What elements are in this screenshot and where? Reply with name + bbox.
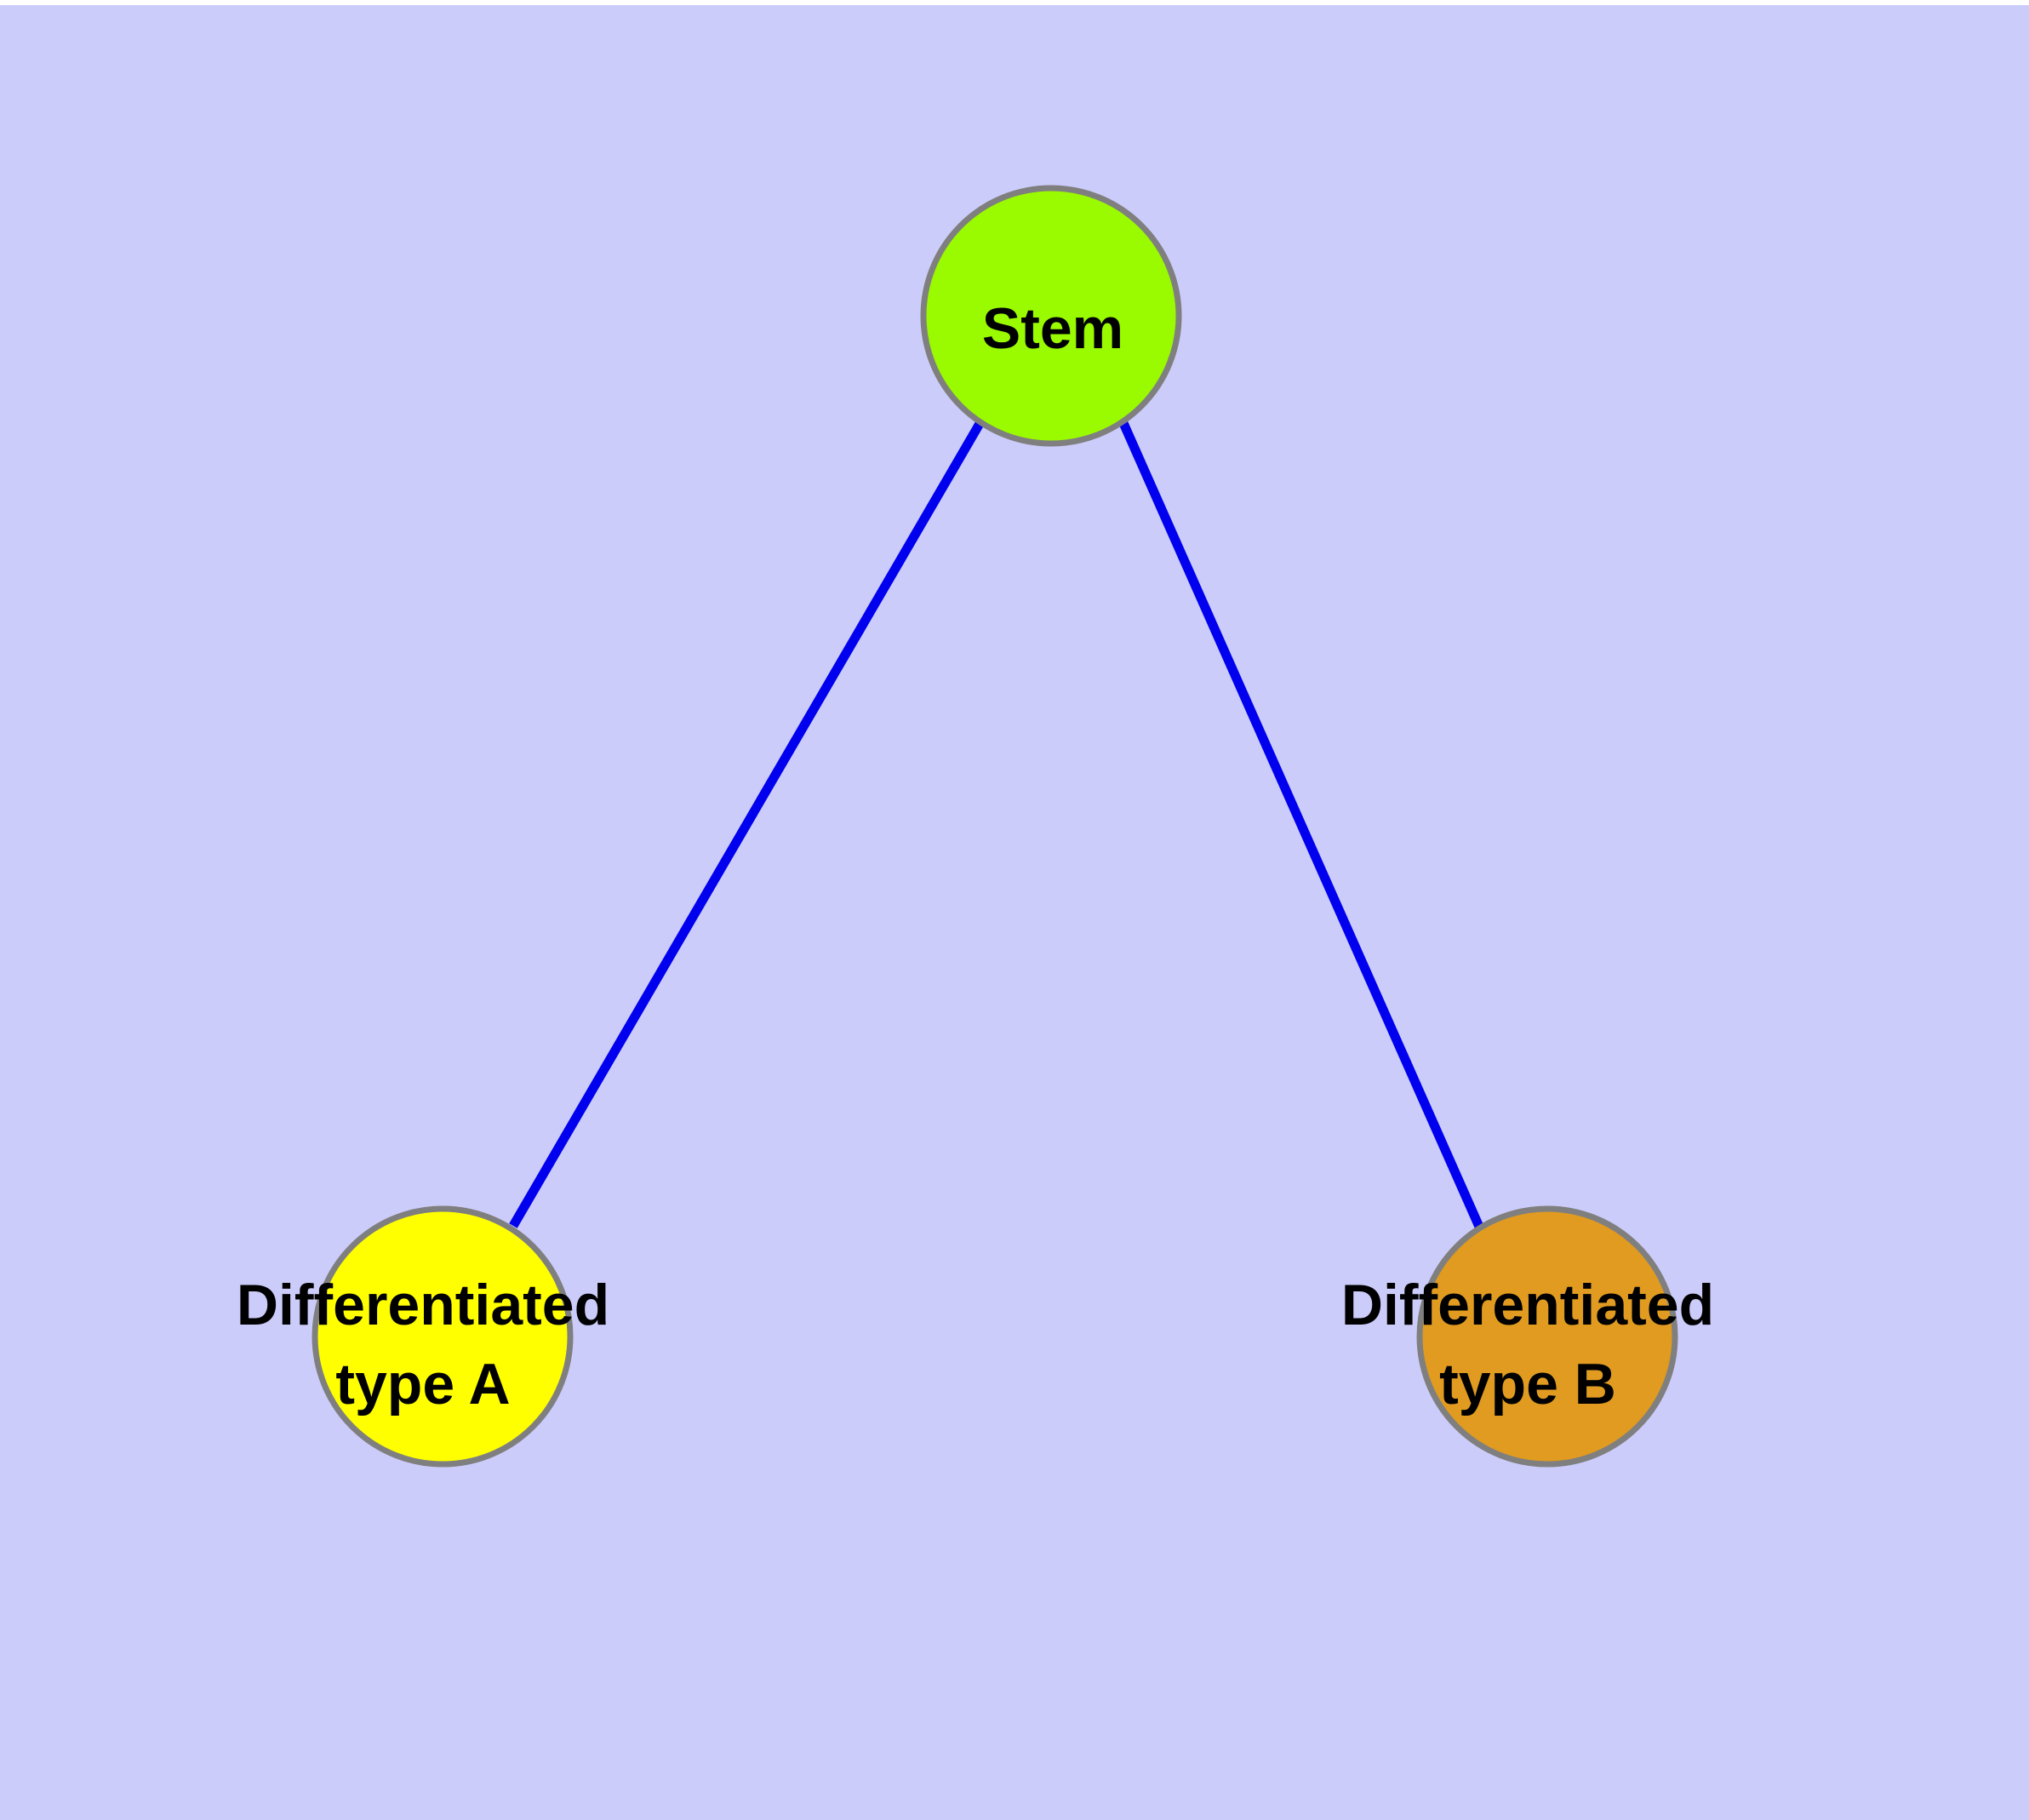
node-label-line: Differentiated xyxy=(237,1273,609,1337)
edge-layer xyxy=(509,420,1484,1229)
node-label-line: type A xyxy=(335,1352,510,1417)
node-label-stem: Stem xyxy=(982,296,1123,361)
label-layer: Stem Differentiated type A Differentiated… xyxy=(237,296,1714,1417)
node-stem[interactable] xyxy=(920,185,1182,447)
node-label-line: Stem xyxy=(982,296,1123,361)
edge-stem-to-differentiated-type-a[interactable] xyxy=(509,420,985,1228)
edge-stem-to-differentiated-type-b[interactable] xyxy=(1118,421,1484,1229)
node-label-line: Differentiated xyxy=(1341,1273,1714,1337)
node-label-line: type B xyxy=(1439,1352,1616,1417)
node-layer xyxy=(311,185,1678,1468)
node-label-differentiated-type-b: Differentiated type B xyxy=(1341,1273,1714,1417)
node-label-differentiated-type-a: Differentiated type A xyxy=(237,1273,609,1417)
node-differentiated-type-b[interactable] xyxy=(1416,1205,1678,1468)
node-differentiated-type-a[interactable] xyxy=(311,1205,574,1468)
